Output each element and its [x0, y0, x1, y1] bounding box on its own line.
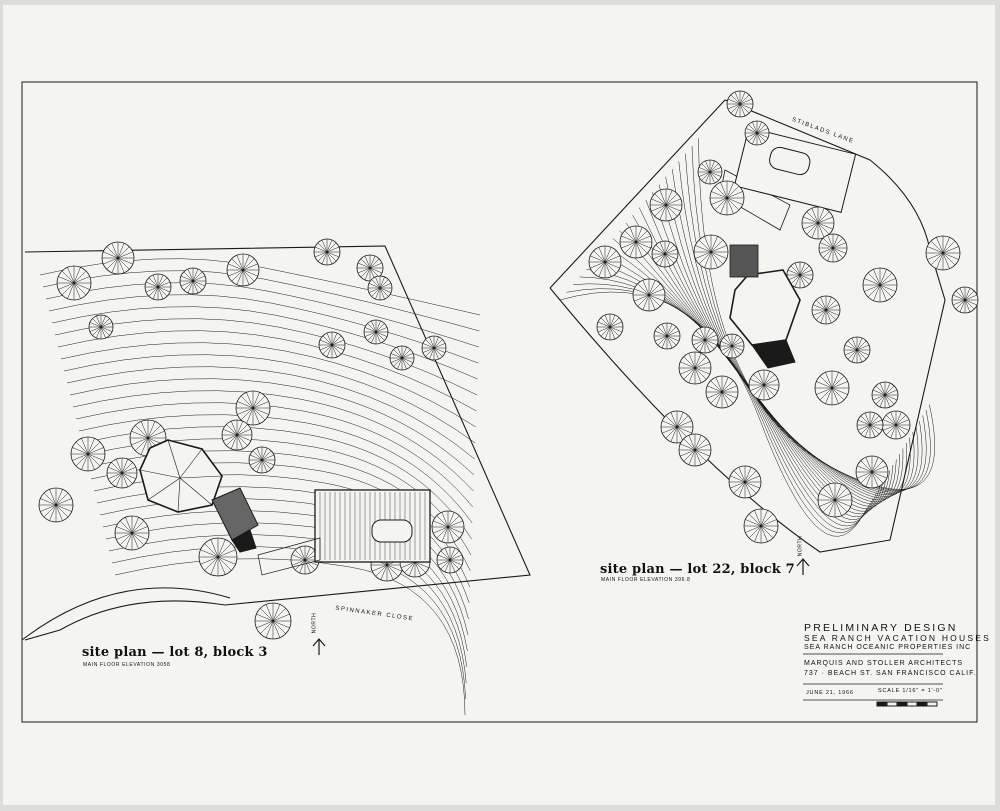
- north-label-left: NORTH: [311, 612, 318, 634]
- title-block-line5: 737 · BEACH ST. SAN FRANCISCO CALIF.: [804, 670, 977, 677]
- deck-left: [211, 487, 259, 541]
- elevation-note-left: MAIN FLOOR ELEVATION 3058: [83, 662, 171, 668]
- scale-bar: [876, 701, 938, 707]
- site-plan-lot-8: [21, 238, 531, 716]
- house-hexagon-left: [139, 439, 223, 513]
- north-arrow-left: [312, 638, 326, 655]
- drawing-border: [21, 81, 978, 723]
- title-block-scale: SCALE 1/16" = 1'-0": [878, 688, 943, 694]
- site-plan-title-right: site plan — lot 22, block 7: [600, 562, 795, 577]
- site-plan-title-left: site plan — lot 8, block 3: [82, 645, 268, 660]
- title-block-line2: SEA RANCH VACATION HOUSES: [804, 633, 991, 643]
- right-trees: [588, 90, 979, 544]
- lot-22-boundary: [549, 99, 946, 553]
- title-block-line1: PRELIMINARY DESIGN: [804, 622, 958, 634]
- lot-8-boundary: [24, 245, 531, 641]
- title-block-date: JUNE 21, 1966: [806, 690, 854, 696]
- elevation-note-right: MAIN FLOOR ELEVATION 396.8: [601, 577, 691, 583]
- north-arrow-right: [796, 558, 810, 575]
- site-plan-lot-22: [549, 90, 979, 553]
- title-block-line3: SEA RANCH OCEANIC PROPERTIES INC: [804, 644, 972, 651]
- left-trees: [38, 238, 465, 640]
- title-block-line4: MARQUIS AND STOLLER ARCHITECTS: [804, 660, 964, 667]
- title-block-rules: [803, 653, 943, 701]
- north-label-right: NORTH: [797, 535, 804, 557]
